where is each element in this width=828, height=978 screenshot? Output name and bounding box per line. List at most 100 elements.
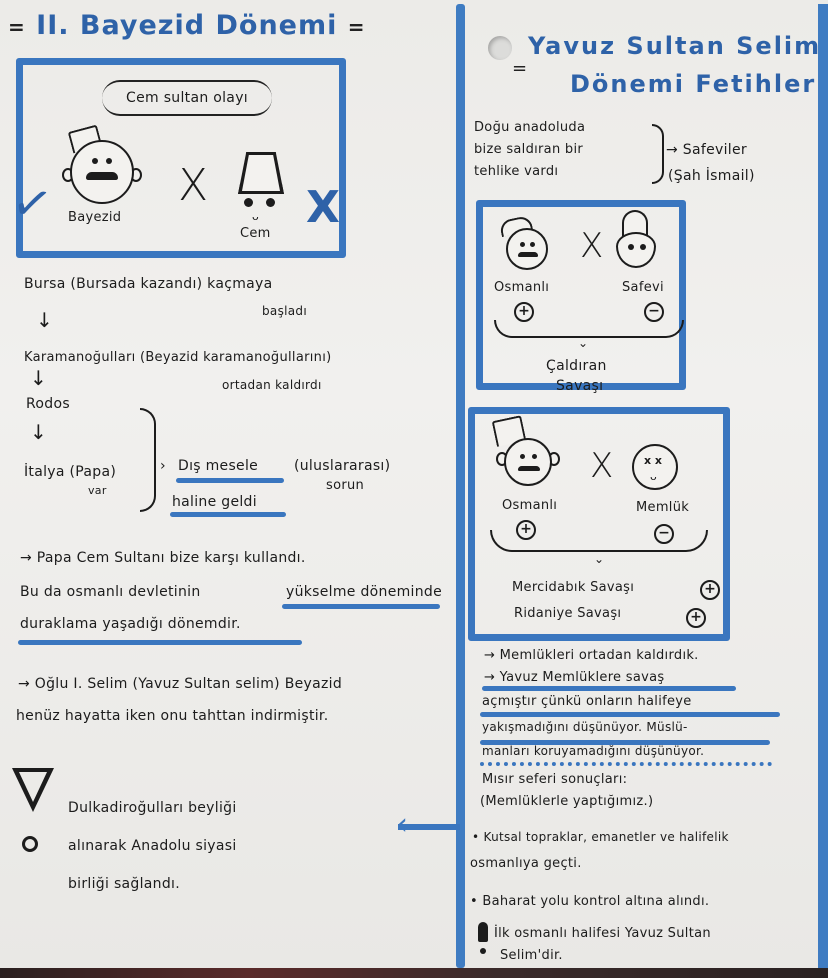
result-sorun: sorun bbox=[326, 478, 365, 493]
flow-step-italya-cont: var bbox=[88, 484, 107, 497]
minus-circle-icon: − bbox=[644, 302, 664, 322]
left-title: = II. Bayezid Dönemi = bbox=[8, 10, 366, 41]
memluk-face-icon: x x ᴗ bbox=[632, 444, 678, 490]
warning-triangle-fill bbox=[19, 772, 47, 802]
versus-icon: X bbox=[580, 226, 604, 266]
arrow-left-connector bbox=[398, 824, 460, 830]
note-osmanli-prefix: Bu da osmanlı devletinin bbox=[20, 584, 201, 600]
note-papa: → Papa Cem Sultanı bize karşı kullandı. bbox=[20, 550, 306, 566]
chevron-down-icon: ⌄ bbox=[594, 552, 605, 566]
flow-step-karamanogullari-cont: ortadan kaldırdı bbox=[222, 378, 322, 392]
bayezid-label: Bayezid bbox=[68, 210, 122, 225]
highlight-underline bbox=[282, 604, 440, 609]
versus-icon: X bbox=[178, 160, 209, 211]
memluk-label: Memlük bbox=[636, 500, 690, 515]
note-duraklama: duraklama yaşadığı dönemdir. bbox=[20, 616, 241, 632]
intro-line1: Doğu anadoluda bbox=[474, 120, 586, 135]
note-halifeye: açmıştır çünkü onların halifeye bbox=[482, 694, 692, 709]
note-yavuz-savas: → Yavuz Memlüklere savaş bbox=[484, 670, 665, 685]
ridaniye-label: Ridaniye Savaşı bbox=[514, 606, 622, 621]
result-haline-geldi: haline geldi bbox=[172, 494, 257, 510]
plus-circle-icon: + bbox=[686, 608, 706, 628]
osmanli-label: Osmanlı bbox=[494, 280, 550, 295]
exclamation-icon bbox=[478, 922, 488, 942]
result-osmanliya-gecti: osmanlıya geçti. bbox=[470, 856, 582, 871]
flow-step-bursa: Bursa (Bursada kazandı) kaçmaya bbox=[24, 276, 273, 292]
note-memluklerle: (Memlüklerle yaptığımız.) bbox=[480, 794, 654, 809]
important-selimdir: Selim'dir. bbox=[500, 948, 563, 963]
left-title-text: II. Bayezid Dönemi bbox=[36, 10, 338, 41]
note-tahttan-indirmistir: henüz hayatta iken onu tahttan indirmişt… bbox=[16, 708, 329, 724]
eye-icon bbox=[266, 198, 275, 207]
memluk-box bbox=[468, 407, 730, 641]
note-yukselme: yükselme döneminde bbox=[286, 584, 443, 600]
safevi-label: Safevi bbox=[622, 280, 664, 295]
arrow-left-icon: ‹ bbox=[396, 807, 408, 842]
safevi-hat-icon bbox=[622, 210, 648, 236]
result-uluslararasi: (uluslararası) bbox=[294, 458, 391, 474]
arrow-down-icon: ↓ bbox=[30, 366, 47, 390]
result-baharat-yolu: • Baharat yolu kontrol altına alındı. bbox=[470, 894, 710, 909]
chevron-down-icon: ⌄ bbox=[578, 336, 589, 350]
brace-icon bbox=[494, 320, 684, 338]
result-kutsal-topraklar: • Kutsal topraklar, emanetler ve halifel… bbox=[472, 830, 729, 844]
safevi-face-icon bbox=[616, 232, 656, 268]
flow-step-italya: İtalya (Papa) bbox=[24, 464, 117, 480]
intro-line2: bize saldıran bir bbox=[474, 142, 584, 157]
caldiran-label: Çaldıran bbox=[546, 358, 607, 374]
arrow-down-icon: ↓ bbox=[30, 420, 47, 444]
highlight-underline bbox=[18, 640, 302, 645]
note-memlukleri: → Memlükleri ortadan kaldırdık. bbox=[484, 648, 699, 663]
brace-icon bbox=[490, 530, 708, 552]
title-eq: = bbox=[512, 58, 528, 79]
cem-sultan-illustration-box bbox=[16, 58, 346, 258]
arrow-right-icon: › bbox=[160, 458, 166, 474]
warning-line1: Dulkadiroğulları beyliği bbox=[68, 800, 237, 816]
important-ilk-halife: İlk osmanlı halifesi Yavuz Sultan bbox=[494, 926, 711, 941]
intro-line3: tehlike vardı bbox=[474, 164, 559, 179]
note-misir-seferi: Mısır seferi sonuçları: bbox=[482, 772, 628, 787]
highlight-underline bbox=[170, 512, 286, 517]
speech-bubble: Cem sultan olayı bbox=[102, 80, 272, 116]
note-yakismadigini: yakışmadığını düşünüyor. Müslü- bbox=[482, 720, 688, 734]
note-oglu-selim: → Oğlu I. Selim (Yavuz Sultan selim) Bey… bbox=[18, 676, 343, 692]
flow-step-rodos: Rodos bbox=[26, 396, 70, 412]
osmanli-face-icon bbox=[504, 438, 552, 486]
savasi-label: Savaşı bbox=[556, 378, 604, 394]
right-margin-line bbox=[818, 4, 828, 968]
bayezid-face-icon bbox=[70, 140, 134, 204]
cem-label: Cem bbox=[240, 226, 271, 241]
punch-hole bbox=[488, 36, 512, 60]
eye-icon bbox=[244, 198, 253, 207]
plus-circle-icon: + bbox=[514, 302, 534, 322]
arrow-down-icon: ↓ bbox=[36, 308, 53, 332]
osmanli-face-icon bbox=[506, 228, 548, 270]
tongue-icon: ᴗ bbox=[252, 210, 260, 223]
plus-circle-icon: + bbox=[700, 580, 720, 600]
warning-line3: birliği sağlandı. bbox=[68, 876, 180, 892]
warning-line2: alınarak Anadolu siyasi bbox=[68, 838, 237, 854]
highlight-underline bbox=[482, 686, 736, 691]
safeviler-label: → Safeviler bbox=[666, 142, 747, 158]
right-title-line1: Yavuz Sultan Selim bbox=[528, 32, 822, 60]
background-fabric bbox=[0, 968, 828, 978]
brace-icon bbox=[652, 124, 664, 184]
cross-icon: X bbox=[306, 182, 340, 233]
note-koruyamadigini: manları koruyamadığını düşünüyor. bbox=[482, 744, 705, 758]
brace-icon bbox=[140, 408, 156, 512]
column-divider bbox=[456, 4, 465, 968]
wavy-underline bbox=[480, 760, 772, 766]
flow-step-bursa-cont: başladı bbox=[262, 304, 307, 318]
flow-step-karamanogullari: Karamanoğulları (Beyazid karamanoğulları… bbox=[24, 350, 332, 365]
sah-ismail-label: (Şah İsmail) bbox=[668, 168, 755, 184]
highlight-underline bbox=[480, 740, 770, 745]
result-dis-mesele: Dış mesele bbox=[178, 458, 259, 474]
highlight-underline bbox=[480, 712, 780, 717]
warning-dot-icon bbox=[22, 836, 38, 852]
right-title-line2: Dönemi Fetihler bbox=[570, 70, 817, 98]
cem-lampshade-fill bbox=[242, 155, 280, 191]
highlight-underline bbox=[176, 478, 284, 483]
mercidabik-label: Mercidabık Savaşı bbox=[512, 580, 635, 595]
caldiran-box bbox=[476, 200, 686, 390]
